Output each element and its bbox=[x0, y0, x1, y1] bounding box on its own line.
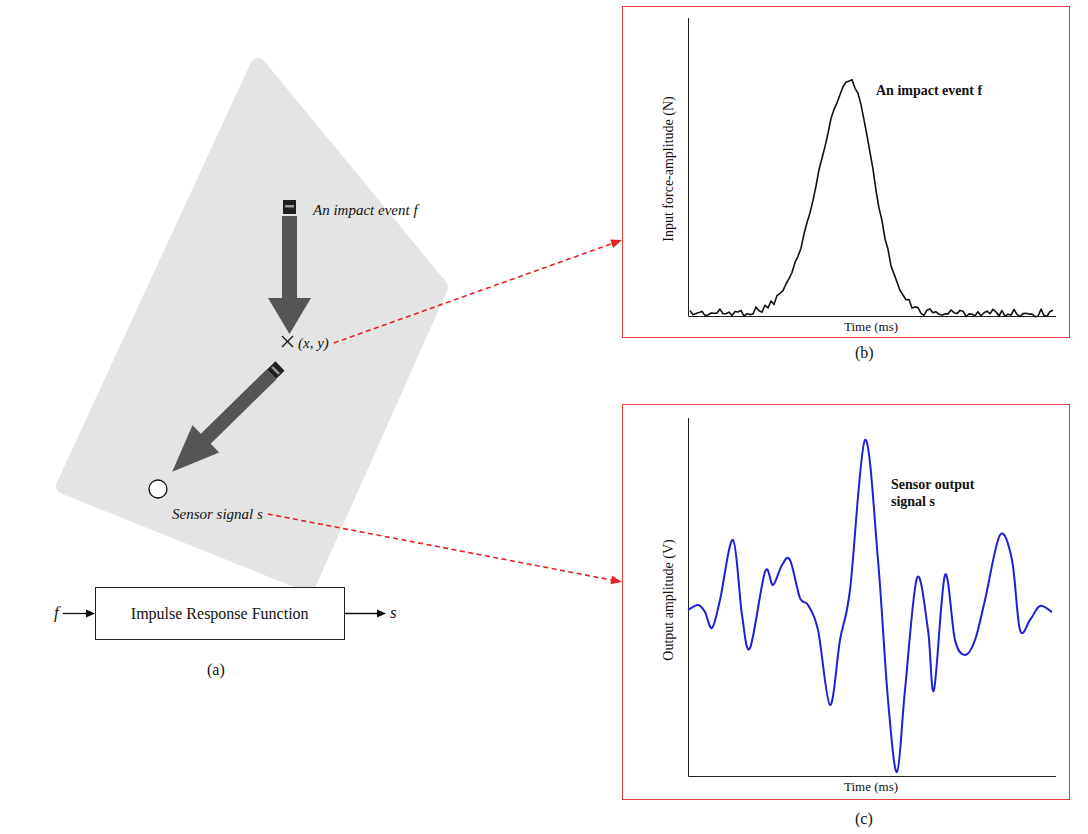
force-curve bbox=[690, 80, 1053, 317]
process-box: Impulse Response Function bbox=[95, 587, 345, 640]
arrow-head bbox=[377, 610, 386, 618]
impact-cross bbox=[282, 336, 293, 347]
signal-curve bbox=[688, 440, 1052, 772]
panel-label: (c) bbox=[855, 809, 873, 828]
process-label: Impulse Response Function bbox=[131, 604, 309, 623]
tip-stripe bbox=[271, 366, 280, 375]
axis-title: Time (ms) bbox=[844, 779, 898, 795]
axis-title: Time (ms) bbox=[844, 319, 898, 335]
panel-label: (a) bbox=[207, 660, 225, 679]
sensor-symbol bbox=[149, 480, 167, 498]
arrow-head bbox=[86, 610, 95, 618]
wave-arrow bbox=[159, 352, 293, 485]
hammer-tip bbox=[283, 200, 296, 214]
signal-chart-box: Output amplitude (V) Time (ms) Sensor outp… bbox=[622, 404, 1070, 800]
curve-label: Sensor output signal s bbox=[891, 477, 995, 511]
specimen-plate: An impact event f (x, y) Sensor signal s bbox=[55, 55, 465, 600]
force-axes bbox=[689, 18, 1057, 317]
arrow-head bbox=[610, 239, 622, 247]
hammer-stripe bbox=[285, 205, 294, 208]
plate-shape bbox=[64, 66, 440, 584]
panel-label: (b) bbox=[855, 343, 874, 362]
force-chart-box: Input force-amplitude (N) Time (ms) An imp… bbox=[622, 6, 1070, 338]
signal-name: f bbox=[54, 603, 59, 623]
impact-label: An impact event f bbox=[313, 201, 418, 219]
axis-title: Input force-amplitude (N) bbox=[661, 96, 678, 241]
impact-arrow bbox=[268, 200, 311, 347]
curve-label: An impact event f bbox=[876, 83, 982, 100]
location-label: (x, y) bbox=[298, 334, 329, 352]
signal-name: s bbox=[390, 603, 397, 623]
axis-title: Output amplitude (V) bbox=[661, 539, 678, 660]
arrow-body bbox=[159, 361, 285, 485]
sensor-wave-tip bbox=[267, 361, 285, 379]
arrow-body bbox=[268, 216, 311, 334]
impact-cross bbox=[282, 336, 293, 347]
signal-line bbox=[345, 613, 379, 614]
signal-axes bbox=[689, 418, 1057, 777]
arrow-head bbox=[610, 576, 622, 585]
signal-line bbox=[63, 613, 88, 614]
sensor-label: Sensor signal s bbox=[172, 505, 263, 523]
